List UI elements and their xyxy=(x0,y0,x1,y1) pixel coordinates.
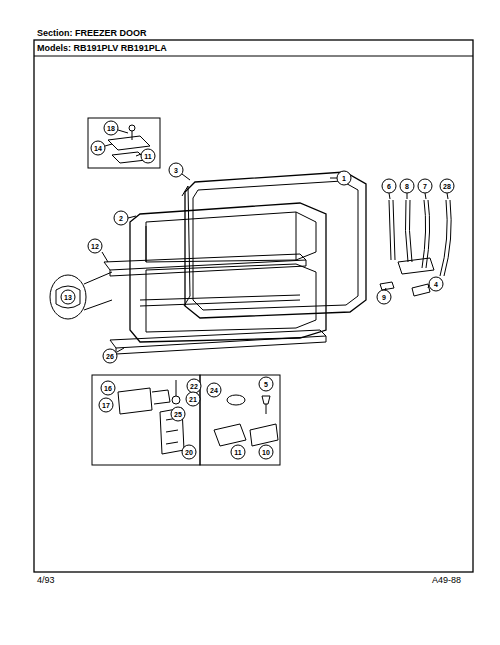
callout-circle xyxy=(337,171,351,185)
callout-number: 9 xyxy=(382,294,386,301)
callout-circle xyxy=(88,239,102,253)
callout-number: 17 xyxy=(102,402,110,409)
callout-circle xyxy=(429,277,443,291)
callout-circle xyxy=(61,290,75,304)
callout-number: 18 xyxy=(107,125,115,132)
callout-number: 12 xyxy=(91,243,99,250)
callout-circle xyxy=(207,383,221,397)
callout-number: 3 xyxy=(174,167,178,174)
callout-number: 13 xyxy=(64,294,72,301)
callout-number: 2 xyxy=(119,215,123,222)
callout-circle xyxy=(187,379,201,393)
callout-circle xyxy=(103,349,117,363)
callout-circle xyxy=(182,445,196,459)
callout-circle xyxy=(400,179,414,193)
callout-circle xyxy=(186,392,200,406)
callout-number: 21 xyxy=(189,396,197,403)
callout-number: 7 xyxy=(423,183,427,190)
callout-circle xyxy=(440,179,454,193)
callout-circle xyxy=(231,445,245,459)
callout-circle xyxy=(259,377,273,391)
callout-circle xyxy=(114,211,128,225)
callout-circle xyxy=(101,381,115,395)
section-title: Section: FREEZER DOOR xyxy=(37,29,147,38)
callout-number: 16 xyxy=(104,385,112,392)
callout-circle xyxy=(141,149,155,163)
callout-number: 24 xyxy=(210,387,218,394)
page-note: 4/93 xyxy=(37,576,55,585)
callout-circle xyxy=(418,179,432,193)
callout-circle xyxy=(382,179,396,193)
callout-number: 6 xyxy=(387,183,391,190)
callout-circle xyxy=(169,163,183,177)
callout-circle xyxy=(171,407,185,421)
callout-number: 11 xyxy=(144,153,151,160)
callout-number: 11 xyxy=(234,449,241,456)
callout-number: 20 xyxy=(185,449,193,456)
page-note: A49-88 xyxy=(432,576,461,585)
callout-number: 10 xyxy=(262,449,270,456)
callout-number: 14 xyxy=(94,145,102,152)
callout-number: 25 xyxy=(174,411,182,418)
page-note: Models: RB191PLV RB191PLA xyxy=(37,44,167,53)
callout-number: 4 xyxy=(434,281,438,288)
callout-circle xyxy=(259,445,273,459)
callout-number: 28 xyxy=(443,183,451,190)
callout-number: 8 xyxy=(405,183,409,190)
callout-number: 1 xyxy=(342,175,346,182)
callout-circle xyxy=(377,290,391,304)
callout-number: 22 xyxy=(190,383,198,390)
callout-circle xyxy=(91,141,105,155)
callout-number: 26 xyxy=(106,353,114,360)
callout-number: 5 xyxy=(264,381,268,388)
callout-circle xyxy=(104,121,118,135)
callout-circle xyxy=(99,398,113,412)
